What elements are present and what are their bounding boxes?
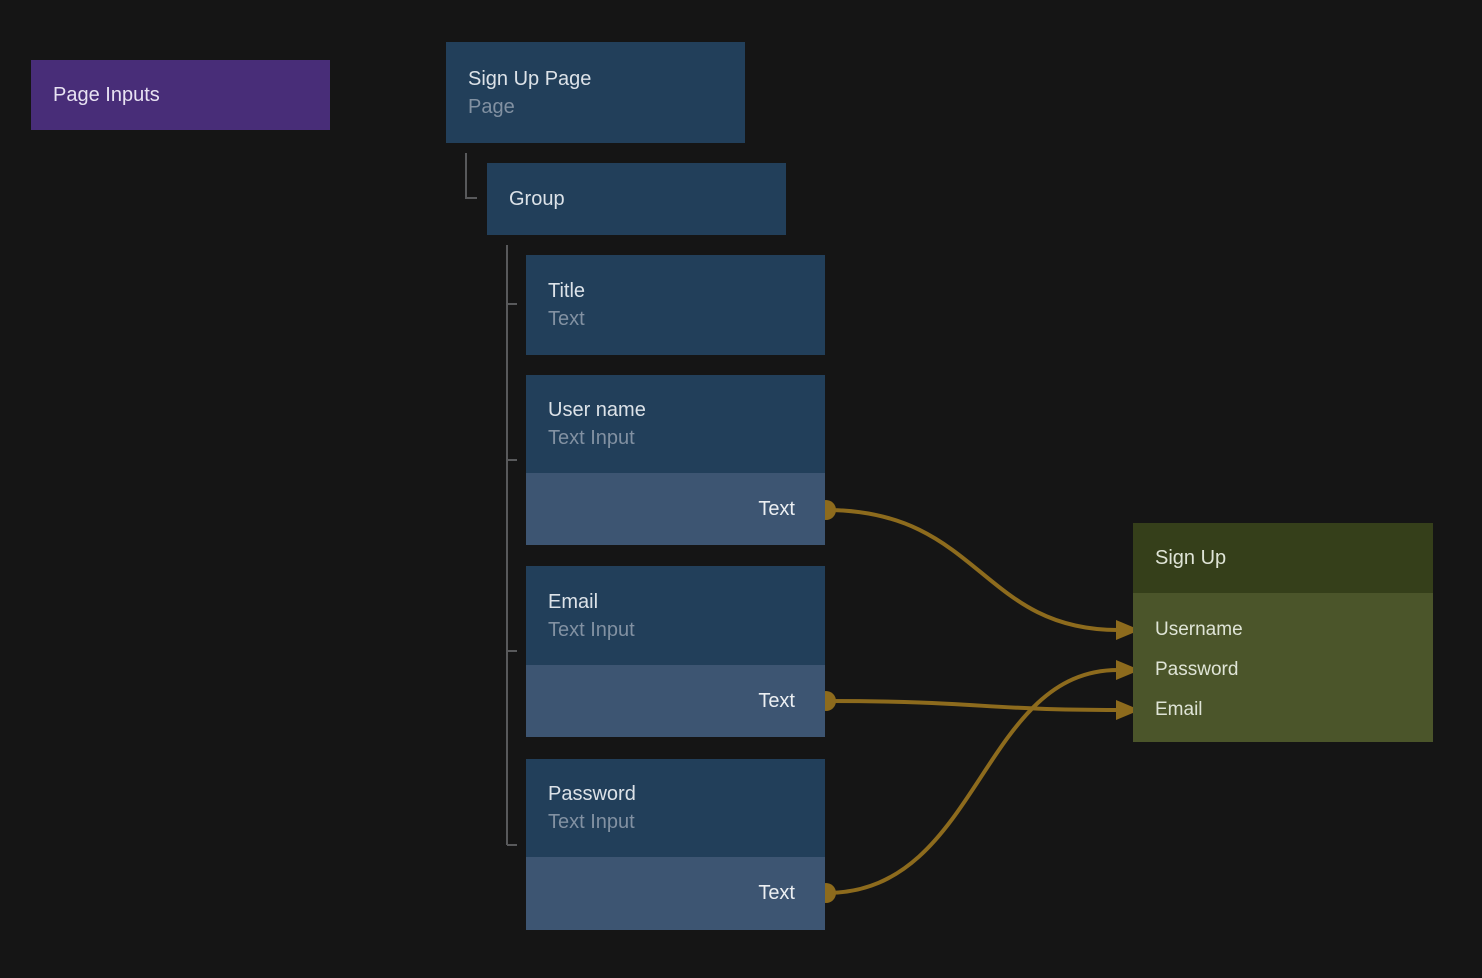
- node-title-label: Email: [548, 590, 599, 613]
- node-sign-up[interactable]: Sign Up Username Password Email: [1133, 523, 1433, 742]
- input-row-password[interactable]: Password: [1133, 650, 1433, 690]
- node-title-label: User name: [548, 399, 646, 421]
- output-port-row-email[interactable]: Text: [526, 665, 825, 737]
- node-type-label: Text Input: [548, 427, 635, 449]
- input-label: Email: [1155, 699, 1203, 720]
- sign-up-node-body: Username Password Email: [1133, 593, 1433, 742]
- node-type-label: Page: [468, 95, 515, 118]
- input-label: Password: [1155, 659, 1239, 680]
- input-label: Username: [1155, 619, 1243, 640]
- output-port-label: Text: [758, 497, 795, 520]
- node-title-label: Title: [548, 280, 586, 302]
- input-arrow-icon-email[interactable]: [1116, 700, 1140, 720]
- output-port-label: Text: [758, 689, 795, 712]
- node-type-label: Text: [548, 308, 585, 330]
- node-type-label: Text Input: [548, 811, 635, 833]
- node-title-label: Sign Up Page: [468, 67, 592, 90]
- node-user-name[interactable]: User name Text Input Text: [526, 375, 825, 545]
- input-arrow-icon-password[interactable]: [1116, 660, 1140, 680]
- wire-username[interactable]: [825, 508, 1119, 632]
- output-port-row-user-name[interactable]: Text: [526, 473, 825, 545]
- wire-email[interactable]: [825, 699, 1119, 712]
- input-arrow-icon-username[interactable]: [1116, 620, 1140, 640]
- node-title-label: Sign Up: [1155, 546, 1227, 569]
- node-email[interactable]: Email Text Input Text: [526, 566, 825, 737]
- node-title-label: Group: [509, 188, 565, 210]
- node-password[interactable]: Password Text Input Text: [526, 759, 825, 930]
- wire-password[interactable]: [825, 668, 1119, 895]
- output-port-row-password[interactable]: Text: [526, 857, 825, 930]
- node-sign-up-page[interactable]: Sign Up Page Page: [446, 42, 745, 143]
- sign-up-node-header: Sign Up: [1133, 523, 1433, 593]
- page-inputs-label: Page Inputs: [53, 83, 160, 106]
- node-type-label: Text Input: [548, 618, 635, 641]
- output-port-label: Text: [758, 882, 795, 904]
- node-title-label: Password: [548, 783, 636, 805]
- node-title[interactable]: Title Text: [526, 255, 825, 355]
- node-group[interactable]: Group: [487, 163, 786, 235]
- input-row-username[interactable]: Username: [1133, 610, 1433, 650]
- input-row-email[interactable]: Email: [1133, 690, 1433, 730]
- page-inputs-panel[interactable]: Page Inputs: [31, 60, 330, 130]
- tree-line-page-to-group: [465, 153, 477, 199]
